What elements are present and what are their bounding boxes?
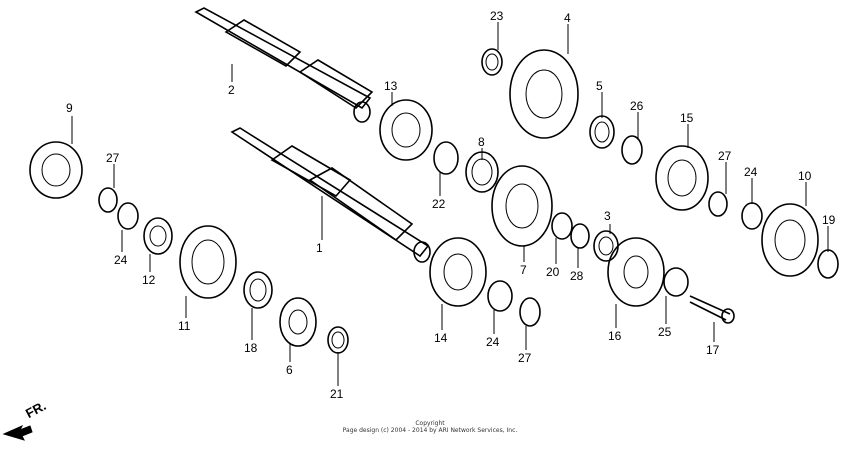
gear-14 <box>429 237 487 307</box>
washer-26 <box>621 135 643 165</box>
callout-20: 20 <box>546 265 560 279</box>
copyright-notice: Copyright Page design (c) 2004 - 2014 by… <box>300 420 560 434</box>
bolt-17 <box>689 295 735 324</box>
callout-27c: 27 <box>718 149 732 163</box>
circlip-27a <box>98 187 118 213</box>
callout-7: 7 <box>520 263 527 277</box>
washer-25 <box>663 267 689 297</box>
callout-4: 4 <box>564 11 571 25</box>
washer-20 <box>551 212 573 240</box>
gear-9 <box>29 141 83 199</box>
callout-11: 11 <box>178 319 191 333</box>
washer-24a <box>117 202 139 230</box>
washer-19 <box>817 249 839 279</box>
callout-27b: 27 <box>518 351 532 365</box>
gear-7 <box>491 165 553 247</box>
copyright-line-2: Page design (c) 2004 - 2014 by ARI Netwo… <box>342 427 518 434</box>
callout-28: 28 <box>570 269 584 283</box>
callout-lines <box>71 22 829 386</box>
gear-11 <box>179 225 237 299</box>
callout-numbers: 1 2 3 4 5 6 7 8 9 10 11 12 13 14 15 16 1… <box>66 9 836 401</box>
washer-22 <box>433 141 459 175</box>
callout-17: 17 <box>706 343 720 357</box>
circlip-27b <box>519 297 541 327</box>
copyright-line-1: Copyright <box>415 420 445 427</box>
callout-26: 26 <box>630 99 644 113</box>
callout-9: 9 <box>66 101 73 115</box>
callout-24c: 24 <box>744 165 758 179</box>
circlip-21 <box>327 326 349 354</box>
callout-12: 12 <box>142 273 156 287</box>
callout-1: 1 <box>316 241 323 255</box>
washer-18 <box>243 271 273 309</box>
callout-15: 15 <box>680 111 694 125</box>
front-direction-arrow <box>2 424 33 441</box>
gear-4 <box>509 49 579 139</box>
gear-10 <box>761 203 819 277</box>
callout-16: 16 <box>608 329 622 343</box>
callout-13: 13 <box>384 79 398 93</box>
callout-14: 14 <box>434 331 448 345</box>
callout-10: 10 <box>798 169 812 183</box>
countershaft <box>194 7 374 123</box>
callout-25: 25 <box>658 325 672 339</box>
callout-6: 6 <box>286 363 293 377</box>
callout-19: 19 <box>822 213 836 227</box>
callout-23: 23 <box>490 9 504 23</box>
bushing-3 <box>593 230 619 262</box>
callout-24a: 24 <box>114 253 128 267</box>
circlip-28 <box>570 223 590 249</box>
washer-23 <box>481 48 503 76</box>
sprocket-16 <box>607 237 665 307</box>
gear-15 <box>655 145 709 211</box>
bushing-12 <box>143 217 173 255</box>
callout-8: 8 <box>478 135 485 149</box>
gear-13 <box>379 99 433 161</box>
washer-24b <box>487 280 513 312</box>
bushing-5 <box>589 115 615 149</box>
callout-18: 18 <box>244 341 258 355</box>
circlip-27c <box>708 191 728 217</box>
callout-24b: 24 <box>486 335 500 349</box>
callout-22: 22 <box>432 197 446 211</box>
callout-21: 21 <box>330 387 344 401</box>
callout-3: 3 <box>604 209 611 223</box>
washer-24c <box>741 202 763 230</box>
gear-6 <box>279 297 317 347</box>
mainshaft <box>230 127 431 263</box>
callout-5: 5 <box>596 79 603 93</box>
callout-2: 2 <box>228 83 235 97</box>
callout-27a: 27 <box>106 151 120 165</box>
